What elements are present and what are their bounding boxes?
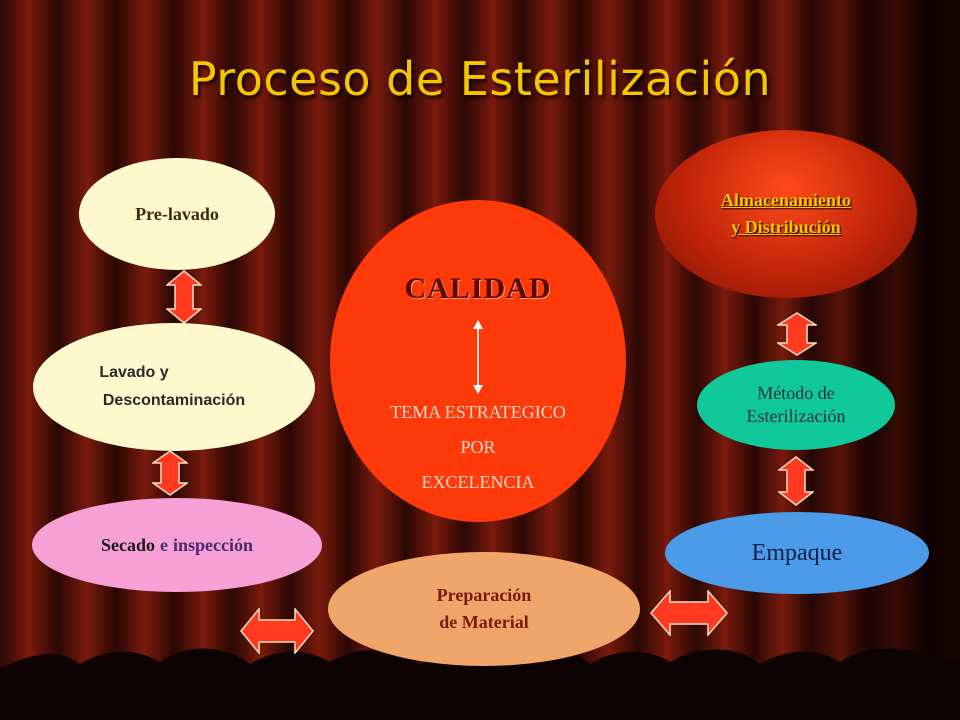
curtain-fold xyxy=(696,0,754,720)
calidad-line-1: TEMA ESTRATEGICO xyxy=(390,402,566,422)
vertical-double-arrow-icon xyxy=(152,450,188,496)
lavado-label-2: Descontaminación xyxy=(102,392,246,409)
metodo-label-1: Método de xyxy=(757,383,835,403)
node-lavado: Lavado y Descontaminación xyxy=(33,323,315,451)
metodo-label-2: Esterilización xyxy=(746,406,846,426)
pre-lavado-label: Pre-lavado xyxy=(135,203,219,224)
node-empaque: Empaque xyxy=(665,512,929,594)
node-metodo: Método de Esterilización xyxy=(697,360,895,450)
almacenamiento-label-2: y Distribución xyxy=(731,217,841,237)
secado-conjunction: e xyxy=(159,534,168,555)
preparacion-label-1: Preparación xyxy=(436,585,532,605)
almacenamiento-label-1: Almacenamiento xyxy=(721,190,851,210)
node-pre-lavado: Pre-lavado xyxy=(79,158,275,270)
node-secado: Secado e inspección xyxy=(32,498,322,592)
calidad-line-2: POR xyxy=(460,437,496,457)
calidad-line-3: EXCELENCIA xyxy=(421,472,535,492)
calidad-heading: CALIDAD xyxy=(404,272,552,305)
secado-word: Secado xyxy=(100,534,155,555)
node-almacenamiento: Almacenamiento y Distribución xyxy=(655,130,917,298)
preparacion-label-2: de Material xyxy=(439,612,529,632)
node-calidad: CALIDAD TEMA ESTRATEGICO POR EXCELENCIA xyxy=(330,200,626,522)
horizontal-double-arrow-icon xyxy=(240,608,314,654)
horizontal-double-arrow-icon xyxy=(650,590,728,636)
vertical-double-arrow-icon xyxy=(778,456,814,506)
stage-floor xyxy=(0,648,960,720)
vertical-double-arrow-icon xyxy=(777,312,817,356)
slide-title: Proceso de Esterilización xyxy=(188,52,772,106)
node-preparacion: Preparación de Material xyxy=(328,552,640,666)
empaque-label: Empaque xyxy=(751,539,843,566)
vertical-double-arrow-icon xyxy=(166,270,202,324)
double-arrow-icon xyxy=(473,320,483,394)
inspeccion-word: inspección xyxy=(172,534,253,555)
lavado-label-1: Lavado y xyxy=(99,364,169,381)
